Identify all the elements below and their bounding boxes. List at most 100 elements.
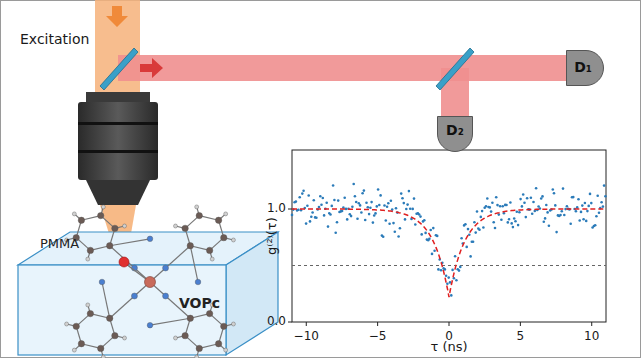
tick-label: 1.0 [267,202,286,215]
data-point [400,192,403,195]
data-point [473,221,476,224]
data-point [354,195,357,198]
tick-label: 5 [517,330,525,343]
data-point [332,184,335,187]
data-point [587,205,590,208]
atom [86,257,90,261]
data-point [334,232,337,235]
data-point [516,211,519,214]
data-point [600,201,603,204]
data-point [590,202,593,205]
data-point [485,205,488,208]
data-point [346,218,349,221]
data-point [445,275,448,278]
data-point [510,222,513,225]
data-point [356,217,359,220]
data-point [313,199,316,202]
data-point [531,213,534,216]
atom [101,355,105,358]
atom [112,332,118,338]
data-point [306,204,309,207]
data-point [494,227,497,230]
data-point [554,204,557,207]
data-point [480,216,483,219]
data-point [327,225,330,228]
data-point [428,238,431,241]
data-point [458,269,461,272]
data-point [486,197,489,200]
data-point [532,201,535,204]
atom [106,243,112,249]
oxygen-atom [119,257,129,267]
data-point [580,211,583,214]
atom [78,217,84,223]
data-point [322,197,325,200]
data-point [383,204,386,207]
vopc-molecule [65,205,236,358]
data-point [355,201,358,204]
data-point [364,219,367,222]
data-point [499,205,502,208]
data-point [365,202,368,205]
molecule-label: VOPc [179,296,220,311]
bond [110,239,150,246]
fit-curve [292,209,606,297]
data-point [431,253,434,256]
data-point [476,210,479,213]
data-point [323,214,326,217]
data-point [386,206,389,209]
data-point [543,220,546,223]
atom [163,293,169,299]
data-point [320,204,323,207]
data-point [492,221,495,224]
data-point [341,210,344,213]
data-point [390,200,393,203]
data-point [432,227,435,230]
atom [87,247,93,253]
axes-box [292,150,606,322]
atom [123,224,127,228]
data-point [433,250,436,253]
tick [306,322,307,326]
data-point [401,197,404,200]
data-point [333,199,336,202]
g2-plot [288,150,607,326]
data-point [379,194,382,197]
data-point [413,197,416,200]
data-point [490,210,493,213]
data-point [387,202,390,205]
atom [195,279,201,285]
data-point [474,231,477,234]
data-point [521,205,524,208]
atom [87,310,93,316]
data-point [525,216,528,219]
detector-body [567,51,604,86]
data-point [498,213,501,216]
data-point [584,202,587,205]
emission-arrow [140,58,163,78]
data-point [594,224,597,227]
atom [231,322,235,326]
data-point [363,189,366,192]
data-point [454,255,457,258]
data-point [460,237,463,240]
data-point [553,192,556,195]
data-point [397,235,400,238]
atom [112,225,118,231]
data-point [505,204,508,207]
data-point [377,188,380,191]
tick-label: 0 [445,330,453,343]
data-point [496,204,499,207]
atom [106,315,112,321]
data-point [297,209,300,212]
data-point [598,211,601,214]
data-point [523,202,526,205]
data-point [459,266,462,269]
data-point [360,211,363,214]
data-point [514,220,517,223]
data-point [378,204,381,207]
data-point [467,228,470,231]
data-point [295,200,298,203]
detector-body [438,117,473,152]
data-point [509,201,512,204]
